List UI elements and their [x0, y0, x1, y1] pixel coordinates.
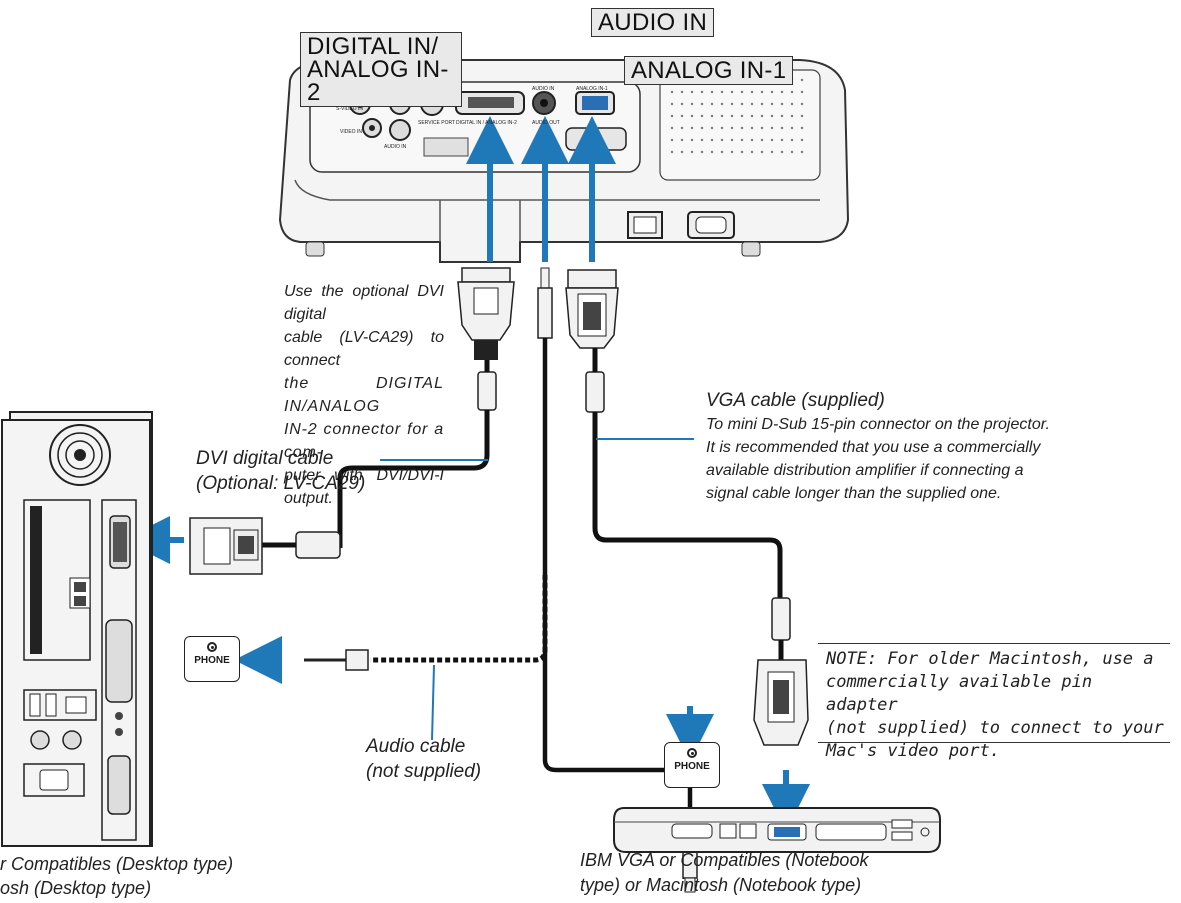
desktop-caption: r Compatibles (Desktop type) osh (Deskto…: [0, 854, 234, 898]
dvi-cable-label: DVI digital cable (Optional: LV-CA29): [196, 448, 366, 494]
panel-label-s-video: S-VIDEO IN: [336, 106, 363, 112]
panel-label-audio-out: AUDIO OUT: [532, 120, 560, 126]
notebook: [613, 807, 941, 853]
panel-label-service-port: SERVICE PORT: [418, 120, 455, 126]
label-audio-in: AUDIO IN: [591, 8, 715, 37]
dvi-optional-note: Use the optional DVI digital cable (LV-C…: [284, 283, 444, 507]
connection-arrows: [122, 116, 810, 832]
label-analog-in-1: ANALOG IN-1: [624, 56, 794, 85]
panel-label-analog-small: ANALOG IN-1: [576, 86, 608, 92]
phone-jack-desktop: PHONE: [184, 636, 240, 682]
phone-jack-icon: [207, 642, 217, 652]
mac-note: NOTE: For older Macintosh, use a commerc…: [826, 649, 1164, 761]
panel-label-digital-small: DIGITAL IN / ANALOG IN-2: [456, 120, 517, 126]
leader-lines: [380, 438, 694, 741]
panel-label-audio-in-small: AUDIO IN: [384, 144, 407, 150]
audio-cable-label: Audio cable (not supplied): [366, 736, 482, 782]
dvi-cable: [189, 267, 515, 575]
phone-jack-notebook: PHONE: [664, 742, 720, 788]
notebook-caption: IBM VGA or Compatibles (Notebook type) o…: [580, 850, 869, 895]
panel-label-audio-in-jack: AUDIO IN: [532, 86, 555, 92]
label-digital-in-analog-in-2: DIGITAL IN/ ANALOG IN-2: [300, 32, 462, 107]
vga-cable-label: VGA cable (supplied) To mini D-Sub 15-pi…: [706, 390, 1050, 502]
mac-note-bottom-rule: [818, 742, 1170, 743]
vga-cable: [565, 269, 809, 746]
phone-jack-icon: [687, 748, 697, 758]
panel-label-video: VIDEO IN: [340, 129, 362, 135]
desktop-pc: [1, 411, 153, 847]
mac-note-top-rule: [818, 643, 1170, 644]
